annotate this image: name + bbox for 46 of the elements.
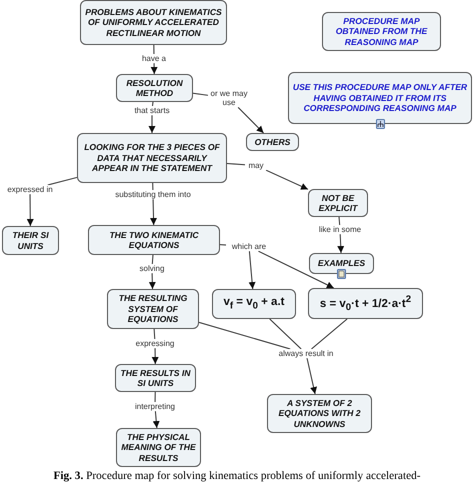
connector-line	[152, 254, 154, 264]
note-box: PROCEDURE MAP OBTAINED FROM THE REASONING MAP	[322, 12, 441, 51]
arrow	[26, 194, 34, 226]
concept-box: THE TWO KINEMATIC EQUATIONS	[88, 225, 220, 255]
arrow	[152, 348, 159, 364]
arrow	[306, 358, 317, 394]
concept-box: A SYSTEM OF 2 EQUATIONS WITH 2 UNKNOWNS	[267, 394, 372, 433]
linking-phrase: or we may use	[208, 89, 250, 108]
concept-box: OTHERS	[246, 133, 299, 151]
arrow	[258, 250, 334, 288]
concept-box: PROBLEMS ABOUT KINEMATICS OF UNIFORMLY ACCELERATED RECTILINEAR MOTION	[80, 0, 227, 45]
linking-phrase: may	[245, 161, 267, 170]
arrow	[248, 250, 256, 290]
figure-caption: Fig. 3. Procedure map for solving kinematics problems of uniformly accelerated-	[52, 470, 422, 482]
connector-line	[338, 216, 340, 226]
connector-line	[152, 102, 154, 106]
concept-box: LOOKING FOR THE 3 PIECES OF DATA THAT NECESSARILY APPEAR IN THE STATEMENT	[77, 133, 227, 183]
connector-line	[220, 244, 226, 246]
connector-line	[310, 318, 348, 350]
note-box: USE THIS PROCEDURE MAP ONLY AFTER HAVING OBTAINED IT FROM ITS CORRESPONDING REASONING MAP	[288, 72, 472, 124]
equation-box: v$_{f}$ = v$_{0}$ + a.t	[212, 289, 296, 319]
arrow	[266, 170, 308, 190]
concept-box: NOT BE EXPLICIT	[308, 189, 368, 217]
arrow	[148, 272, 156, 290]
connector-line	[192, 92, 208, 96]
arrow	[150, 198, 158, 226]
concept-box: EXAMPLES	[309, 253, 374, 274]
connector-line	[153, 44, 154, 54]
connector-line	[47, 176, 78, 186]
concept-box: THEIR SI UNITS	[2, 226, 59, 255]
arrow	[150, 62, 158, 74]
arrow	[152, 410, 160, 428]
connector-line	[269, 318, 302, 350]
arrow	[238, 106, 264, 134]
connector-line	[152, 182, 154, 190]
concept-box: THE PHYSICAL MEANING OF THE RESULTS	[116, 428, 201, 467]
arrow	[337, 234, 344, 254]
connector-line	[226, 162, 246, 166]
concept-box: RESOLUTION METHOD	[116, 74, 193, 102]
connector-line	[198, 322, 291, 350]
connector-line	[154, 392, 156, 402]
concept-box: THE RESULTING SYSTEM OF EQUATIONS	[107, 289, 199, 329]
equation-box: s = v$_{0}$·t + 1/2·a·t$^{2}$	[308, 288, 423, 319]
concept-box: THE RESULTS IN SI UNITS	[115, 364, 196, 392]
arrow	[148, 114, 156, 134]
connector-line	[154, 328, 156, 340]
